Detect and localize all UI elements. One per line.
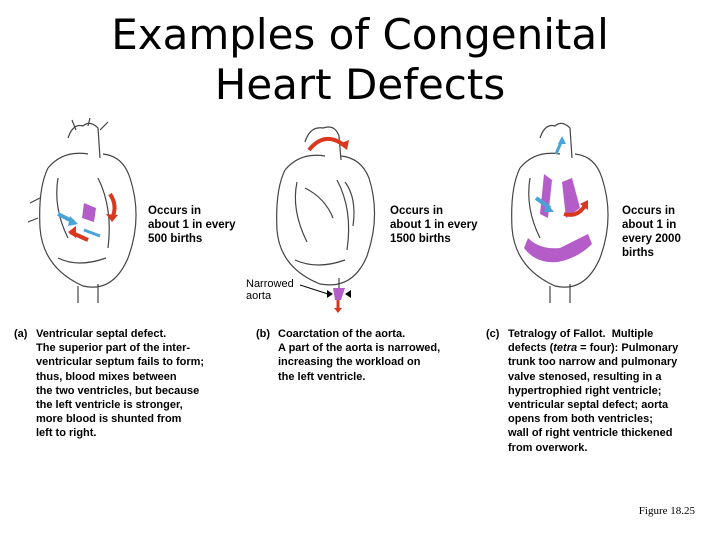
septal-defect-shape — [82, 203, 96, 222]
caption-a: (a)Ventricular septal defect. The superi… — [14, 328, 205, 440]
pointer-arrow-icon — [327, 290, 333, 298]
red-arrow-icon — [106, 214, 118, 222]
narrowed-aorta-label: Narrowed aorta — [246, 278, 294, 302]
heart-illustration-c — [511, 122, 609, 303]
blue-arrow-icon — [68, 216, 78, 226]
heart-illustration-b — [276, 126, 376, 313]
caption-b: (b)Coarctation of the aorta. A part of t… — [256, 328, 441, 383]
title-line-2: Heart Defects — [214, 60, 506, 109]
blue-arrow-icon — [558, 136, 566, 144]
heart-illustration-a — [28, 118, 137, 303]
stat-c: Occurs in about 1 in every 2000 births — [622, 205, 681, 259]
figure-label: Figure 18.25 — [638, 505, 695, 517]
stat-b: Occurs in about 1 in every 1500 births — [390, 205, 478, 245]
red-arrow-icon — [68, 226, 76, 238]
title-line-1: Examples of Congenital — [111, 10, 609, 59]
narrowed-aorta-shape — [333, 288, 345, 300]
thickened-wall-shape — [524, 234, 592, 263]
pointer-line — [300, 284, 329, 295]
stat-a: Occurs in about 1 in every 500 births — [148, 205, 236, 245]
caption-c: (c)Tetralogy of Fallot. Multiple defects… — [486, 328, 679, 454]
red-arrow-icon — [580, 200, 588, 210]
red-arrow-icon — [339, 140, 349, 150]
page-title: Examples of Congenital Heart Defects — [0, 10, 720, 110]
